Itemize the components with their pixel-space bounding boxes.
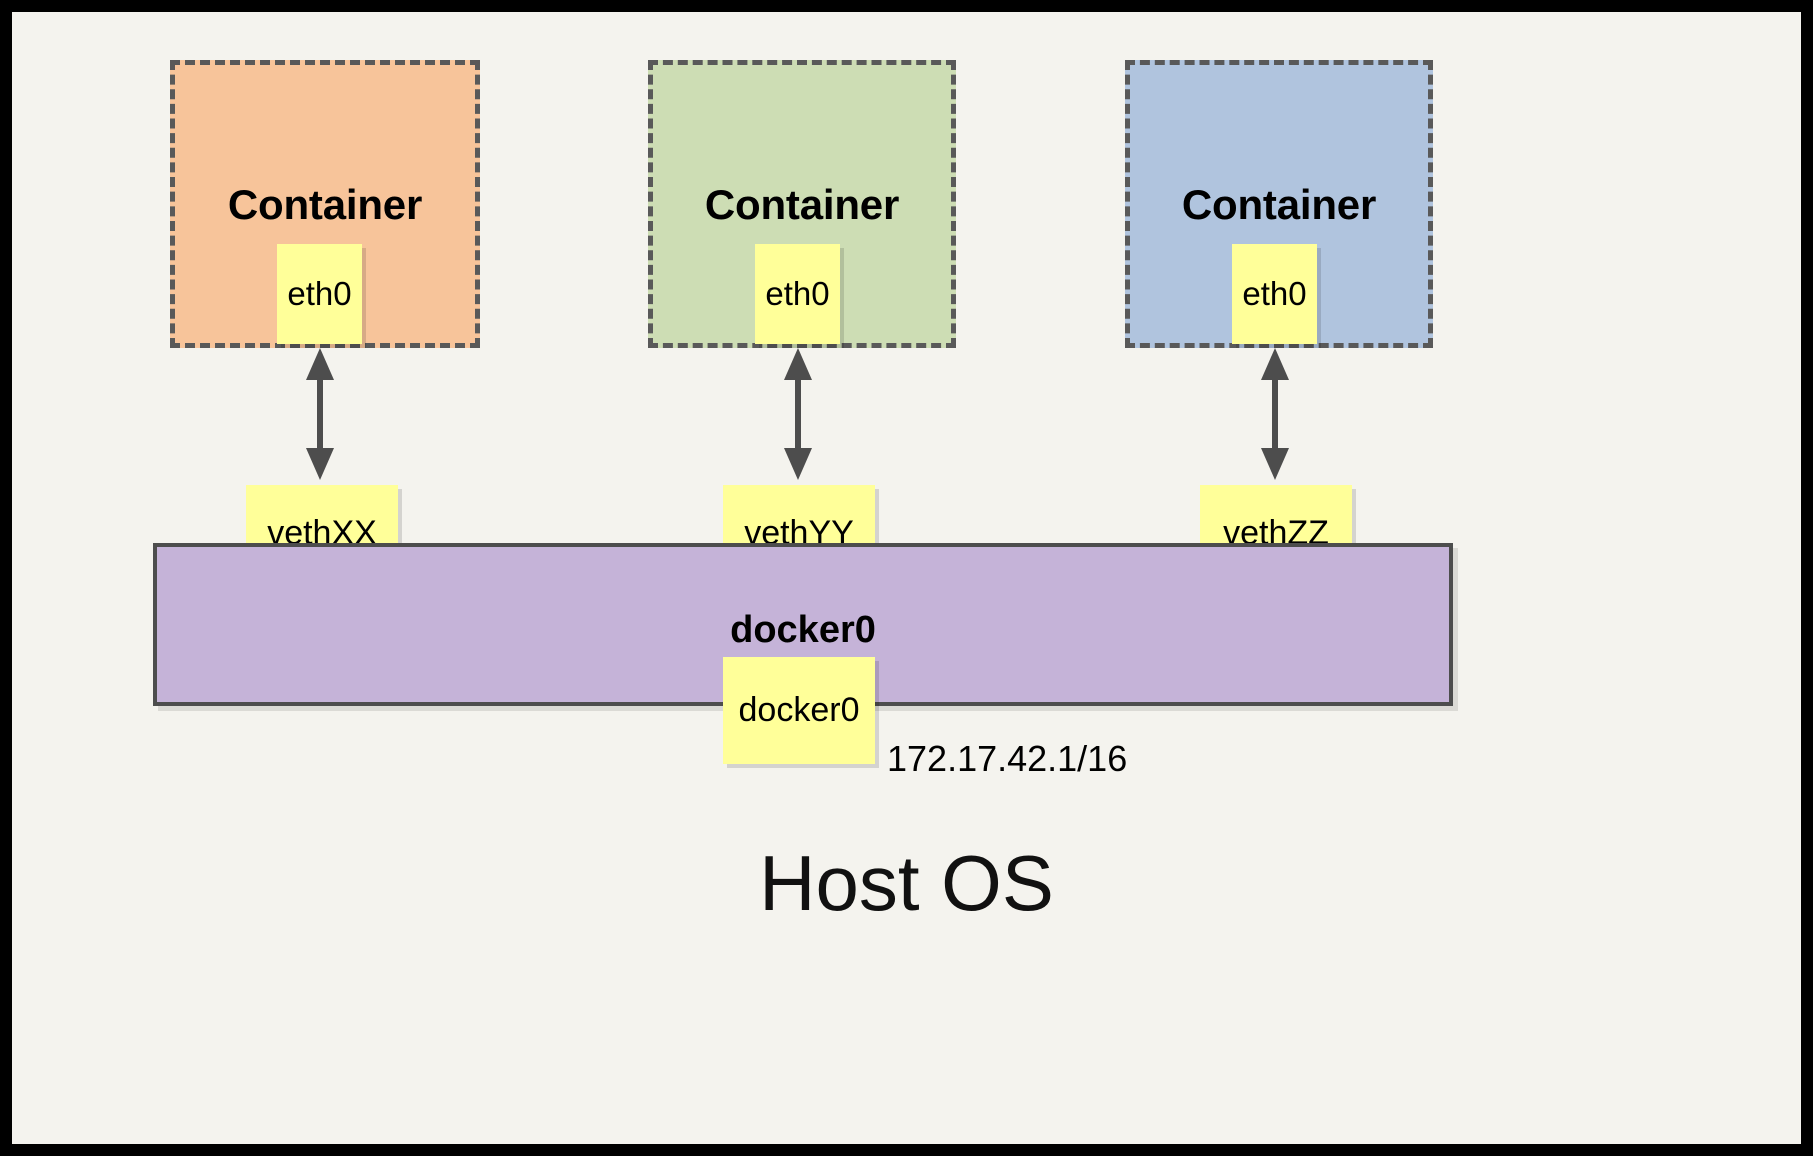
docker0-iface-note[interactable]: docker0	[723, 657, 875, 764]
arrow-container-3-to-veth-3	[1261, 348, 1289, 480]
container-title-3: Container	[1181, 181, 1377, 228]
eth0-note-3[interactable]: eth0	[1232, 244, 1317, 344]
eth0-note-2[interactable]: eth0	[755, 244, 840, 344]
eth0-label-2: eth0	[765, 275, 830, 312]
diagram-canvas: Container eth0 vethXX Container eth0	[12, 12, 1801, 1144]
arrow-container-1-to-veth-1	[306, 348, 334, 480]
docker0-iface-label: docker0	[738, 691, 860, 729]
eth0-note-1[interactable]: eth0	[277, 244, 362, 344]
container-title-1: Container	[227, 181, 423, 228]
host-os-label: Host OS	[759, 839, 1054, 927]
docker0-bridge-label: docker0	[730, 609, 876, 651]
arrow-container-2-to-veth-2	[784, 348, 812, 480]
docker0-ip-label: 172.17.42.1/16	[887, 738, 1128, 779]
eth0-label-3: eth0	[1242, 275, 1307, 312]
container-title-2: Container	[704, 181, 900, 228]
eth0-label-1: eth0	[287, 275, 352, 312]
